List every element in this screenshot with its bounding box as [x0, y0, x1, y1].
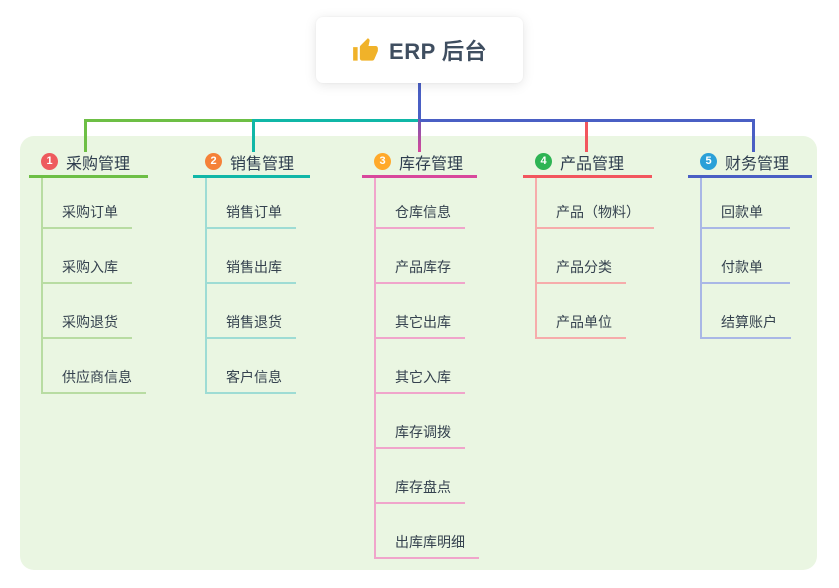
branch-4-label: 产品管理: [560, 155, 625, 173]
branch-5-item-3[interactable]: 结算账户: [702, 284, 791, 339]
branch-2-connector-line: [254, 119, 420, 122]
child-item-label: 销售退货: [226, 314, 282, 331]
child-item-label: 库存盘点: [395, 479, 451, 496]
branch-2-header[interactable]: 2 销售管理: [193, 148, 310, 178]
branch-3-drop-line: [418, 119, 421, 152]
branch-2-item-4[interactable]: 客户信息: [207, 339, 296, 394]
branch-5-connector-line: [420, 119, 755, 122]
branch-5-drop-line: [752, 119, 755, 152]
branch-2-number-badge: 2: [205, 153, 222, 170]
branch-1-number-badge: 1: [41, 153, 58, 170]
branch-4-item-3[interactable]: 产品单位: [537, 284, 626, 339]
branch-1-children: 采购订单采购入库采购退货供应商信息: [41, 178, 146, 394]
branch-3-item-6[interactable]: 库存盘点: [376, 449, 465, 504]
branch-3-item-3[interactable]: 其它出库: [376, 284, 465, 339]
child-item-label: 产品（物料）: [556, 204, 640, 221]
branch-3-number-badge: 3: [374, 153, 391, 170]
branch-3-item-5[interactable]: 库存调拨: [376, 394, 465, 449]
child-item-label: 仓库信息: [395, 204, 451, 221]
branch-3-header[interactable]: 3 库存管理: [362, 148, 477, 178]
root-connector-line: [418, 82, 421, 122]
child-item-label: 其它出库: [395, 314, 451, 331]
branch-3-item-2[interactable]: 产品库存: [376, 229, 465, 284]
branch-2-item-1[interactable]: 销售订单: [207, 178, 296, 229]
branch-3-label: 库存管理: [399, 155, 464, 173]
branch-4-children: 产品（物料） 产品分类产品单位: [535, 178, 654, 339]
branch-2-label: 销售管理: [230, 155, 295, 173]
branch-3-item-4[interactable]: 其它入库: [376, 339, 465, 394]
child-item-label: 其它入库: [395, 369, 451, 386]
branch-1-item-4[interactable]: 供应商信息: [43, 339, 146, 394]
child-item-label: 采购入库: [62, 259, 118, 276]
branch-5-item-1[interactable]: 回款单: [702, 178, 790, 229]
branch-3-children: 仓库信息产品库存其它出库其它入库库存调拨库存盘点出库库明细: [374, 178, 479, 559]
child-item-label: 付款单: [721, 259, 763, 276]
branch-5-item-2[interactable]: 付款单: [702, 229, 790, 284]
branch-4-number-badge: 4: [535, 153, 552, 170]
branch-1-item-3[interactable]: 采购退货: [43, 284, 132, 339]
branch-1-item-2[interactable]: 采购入库: [43, 229, 132, 284]
branch-2-drop-line: [252, 119, 255, 152]
branch-3-item-1[interactable]: 仓库信息: [376, 178, 465, 229]
branch-4-header[interactable]: 4 产品管理: [523, 148, 652, 178]
thumbs-up-icon: [352, 37, 379, 64]
child-item-label: 结算账户: [721, 314, 777, 331]
root-node-label: ERP 后台: [389, 39, 487, 64]
child-item-label: 采购订单: [62, 204, 118, 221]
branch-2-item-3[interactable]: 销售退货: [207, 284, 296, 339]
child-item-label: 供应商信息: [62, 369, 132, 386]
branch-1-connector-line: [84, 119, 254, 122]
branch-5-header[interactable]: 5 财务管理: [688, 148, 812, 178]
branch-5-number-badge: 5: [700, 153, 717, 170]
child-item-label: 回款单: [721, 204, 763, 221]
child-item-label: 采购退货: [62, 314, 118, 331]
branches-panel: [20, 136, 817, 570]
branch-1-header[interactable]: 1 采购管理: [29, 148, 148, 178]
branch-4-item-2[interactable]: 产品分类: [537, 229, 626, 284]
branch-3-item-7[interactable]: 出库库明细: [376, 504, 479, 559]
branch-2-children: 销售订单销售出库销售退货客户信息: [205, 178, 296, 394]
branch-4-drop-line: [585, 119, 588, 152]
branch-5-label: 财务管理: [725, 155, 790, 173]
child-item-label: 销售订单: [226, 204, 282, 221]
branch-2-item-2[interactable]: 销售出库: [207, 229, 296, 284]
branch-1-drop-line: [84, 119, 87, 152]
child-item-label: 客户信息: [226, 369, 282, 386]
child-item-label: 产品单位: [556, 314, 612, 331]
child-item-label: 库存调拨: [395, 424, 451, 441]
branch-5-children: 回款单付款单结算账户: [700, 178, 791, 339]
child-item-label: 产品分类: [556, 259, 612, 276]
child-item-label: 销售出库: [226, 259, 282, 276]
child-item-label: 出库库明细: [395, 534, 465, 551]
root-node[interactable]: ERP 后台: [316, 17, 523, 83]
branch-1-label: 采购管理: [66, 155, 131, 173]
branch-1-item-1[interactable]: 采购订单: [43, 178, 132, 229]
child-item-label: 产品库存: [395, 259, 451, 276]
branch-4-item-1[interactable]: 产品（物料）: [537, 178, 654, 229]
